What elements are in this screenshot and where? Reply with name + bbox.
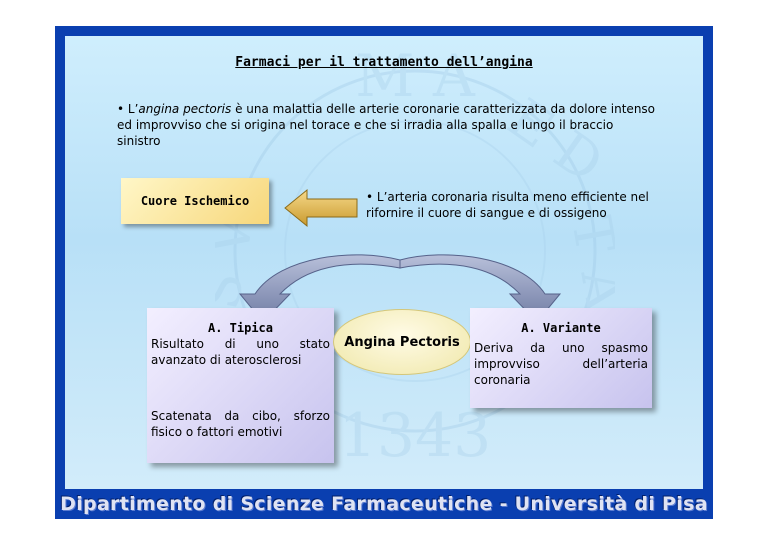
footer-banner: Dipartimento di Scienze Farmaceutiche - … [60, 493, 708, 515]
seal-year: 1343 [339, 401, 492, 471]
variante-text: Deriva da uno spasmo improvviso dell’art… [474, 341, 648, 387]
variante-heading: A. Variante [521, 321, 601, 335]
tipica-heading: A. Tipica [207, 321, 274, 335]
slide-frame: M A E D T A S V 1343 Farmaci per il trat… [55, 26, 713, 519]
left-arrow-icon [284, 188, 358, 228]
tipica-text-2: Scatenata da cibo, sforzo fisico o fatto… [151, 409, 330, 439]
seal-letters: M A [355, 42, 476, 110]
angina-variante-box: A. Variante Deriva da uno spasmo improvv… [470, 308, 652, 408]
intro-prefix: L’ [124, 102, 139, 116]
cuore-ischemico-box: Cuore Ischemico [121, 178, 269, 224]
cuore-ischemico-label: Cuore Ischemico [140, 194, 250, 208]
intro-paragraph: • L’angina pectoris è una malattia delle… [117, 101, 657, 149]
intro-bullet: • [117, 102, 125, 116]
intro-rest: è una malattia delle arterie coronarie c… [117, 102, 656, 148]
slide-title: Farmaci per il trattamento dell’angina [235, 55, 533, 70]
intro-italic-term: angina pectoris [138, 102, 232, 116]
angina-pectoris-label: Angina Pectoris [344, 334, 460, 350]
tipica-text-1: Risultato di uno stato avanzato di atero… [151, 337, 330, 367]
arteria-note: • L’arteria coronaria risulta meno effic… [366, 190, 649, 220]
curved-arrows-icon [238, 254, 562, 323]
angina-tipica-box: A. Tipica Risultato di uno stato avanzat… [147, 308, 334, 463]
slide-panel: M A E D T A S V 1343 Farmaci per il trat… [65, 36, 703, 489]
svg-text:T A: T A [559, 212, 615, 315]
angina-pectoris-ellipse: Angina Pectoris [333, 309, 471, 375]
